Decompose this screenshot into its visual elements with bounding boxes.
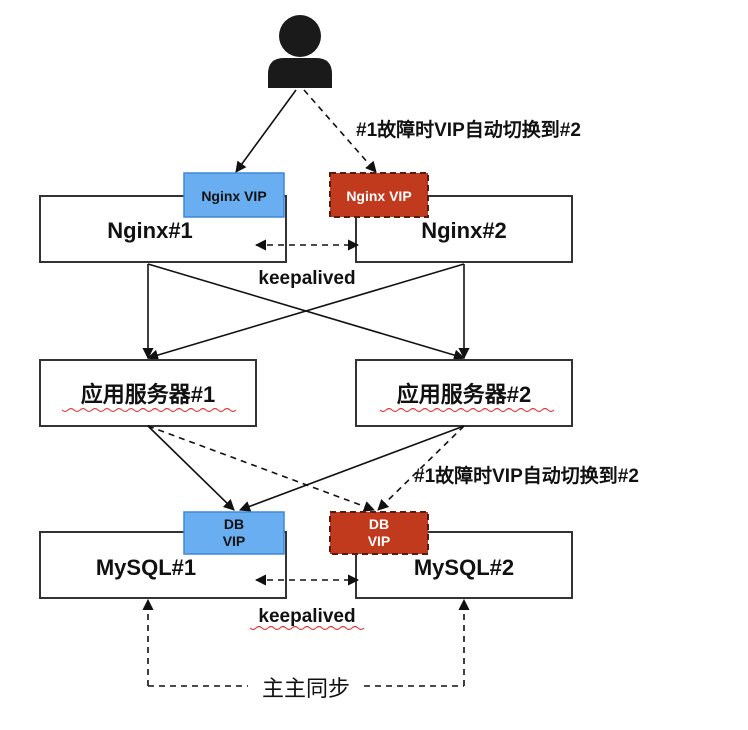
nginx-vip-standby [329,172,429,218]
nginx1-label: Nginx#1 [107,218,193,243]
mysql-keepalived-label: keepalived [258,606,355,627]
db-vip-standby-line2: VIP [368,533,391,549]
nginx2-to-app1-arrow [146,263,465,361]
nginx-vip-standby-label: Nginx VIP [346,188,411,204]
mysql1-label: MySQL#1 [96,555,196,580]
user-icon [268,15,332,88]
mysql2-label: MySQL#2 [414,555,514,580]
nginx-keepalived-label: keepalived [258,268,355,289]
app2-to-dbvip2-failover-arrow [377,425,465,511]
spellcheck-underline-app1 [61,407,237,413]
nginx2-label: Nginx#2 [421,218,507,243]
spellcheck-underline-keepalived [249,625,365,631]
db-vip-standby [329,511,429,555]
nginx-vip-active-label: Nginx VIP [201,188,266,204]
app1-to-dbvip-arrow [147,425,235,511]
user-to-nginx2-failover-arrow [303,89,377,173]
db-vip-active-line2: VIP [223,533,246,549]
failover-label-db: #1故障时VIP自动切换到#2 [414,464,639,487]
db-vip-standby-line1: DB [369,516,389,532]
db-vip-active [183,511,285,555]
failover-label-nginx: #1故障时VIP自动切换到#2 [356,118,581,141]
app-server2-label: 应用服务器#2 [397,382,531,407]
db-vip-active-line1: DB [224,516,244,532]
app-server1-node [39,359,257,427]
app1-to-dbvip2-failover-arrow [147,425,376,512]
nginx-vip-active [183,172,285,218]
spellcheck-underline-app2 [379,407,555,413]
app2-to-dbvip-arrow [238,425,465,512]
sync-label: 主主同步 [262,676,350,701]
app-server1-label: 应用服务器#1 [81,382,215,407]
user-to-nginx1-arrow [235,89,297,173]
